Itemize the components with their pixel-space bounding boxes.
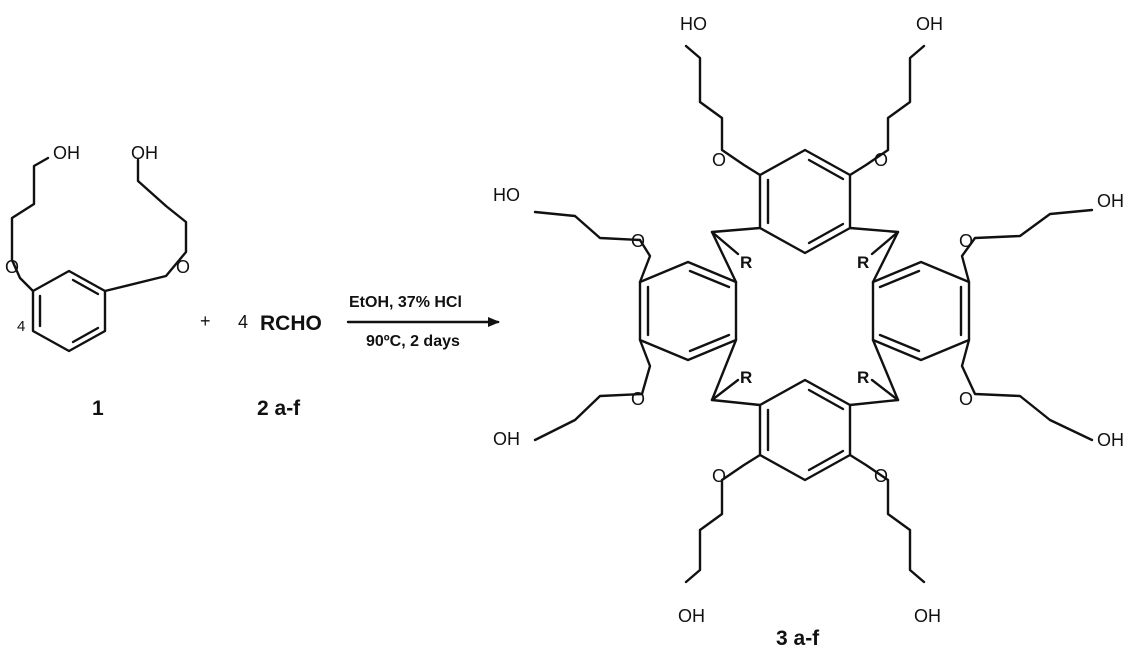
product-r-bottom-right: R [857,368,869,387]
product-ether-o-left-upper: O [631,231,645,251]
aromatic-double-bond [71,326,100,344]
product-ether-o-top-right: O [874,150,888,170]
reactant-1-stoich: 4 [17,318,25,335]
product-ether-o-right-lower: O [959,389,973,409]
methine-r-bond [870,230,900,256]
aromatic-double-bond [807,388,845,411]
aromatic-double-bond [878,269,921,289]
product-3-number: 3 a-f [776,627,820,650]
ether-chain-left-lower [533,338,652,442]
ether-chain-bottom-left [684,453,762,584]
product-hydroxyl-right-upper: OH [1097,191,1124,211]
reactant-1-hydroxyl-left: OH [53,143,80,163]
reagent-2-stoich: 4 [238,312,248,332]
reactant-1-structure [10,156,188,353]
ether-chain-left-upper [533,210,652,284]
product-r-top-left: R [740,253,752,272]
aromatic-double-bond [807,222,845,245]
product-ether-o-bottom-left: O [712,466,726,486]
product-hydroxyl-right-lower: OH [1097,430,1124,450]
product-ether-o-right-upper: O [959,231,973,251]
plus-sign: + [200,311,211,331]
top-aromatic-ring [758,148,852,255]
ether-chain-top-left [684,44,762,177]
aromatic-double-bond [71,278,100,296]
conditions-line-1: EtOH, 37% HCl [349,294,462,311]
product-ether-o-top-left: O [712,150,726,170]
product-ether-o-left-lower: O [631,389,645,409]
methine-r-bond [870,378,900,402]
reactant-1-hydroxyl-right: OH [131,143,158,163]
aromatic-double-bond [878,333,921,353]
reagent-2-formula: RCHO [260,312,322,335]
reactant-1-number: 1 [92,397,104,420]
bottom-aromatic-ring [758,378,852,482]
aromatic-double-bond [807,158,845,181]
aromatic-double-bond [688,333,731,353]
ether-chain-right-upper [960,208,1094,284]
conditions-line-2: 90ºC, 2 days [366,333,460,350]
product-hydroxyl-bottom-left: OH [678,606,705,626]
reactant-1-ether-left: O [5,257,19,277]
product-r-bottom-left: R [740,368,752,387]
aromatic-double-bond [688,269,731,289]
ether-chain-bottom-right [848,453,926,584]
product-hydroxyl-top-right: OH [916,14,943,34]
benzene-ring [31,269,107,353]
left-ether-chain [10,156,50,293]
methine-r-bond [710,378,740,402]
methine-r-bond [710,230,740,256]
product-ether-o-bottom-right: O [874,466,888,486]
product-hydroxyl-left-upper: HO [493,185,520,205]
product-r-top-right: R [857,253,869,272]
right-aromatic-ring [871,260,971,362]
ether-chain-top-right [848,44,926,177]
reactant-1-ether-right: O [176,257,190,277]
aromatic-double-bond [807,449,845,472]
product-hydroxyl-left-lower: OH [493,429,520,449]
product-hydroxyl-bottom-right: OH [914,606,941,626]
ether-chain-right-lower [960,338,1094,442]
reagent-2-number: 2 a-f [257,397,301,420]
right-ether-chain [103,158,188,293]
left-aromatic-ring [638,260,738,362]
product-hydroxyl-top-left: HO [680,14,707,34]
product-3-structure [533,44,1094,584]
